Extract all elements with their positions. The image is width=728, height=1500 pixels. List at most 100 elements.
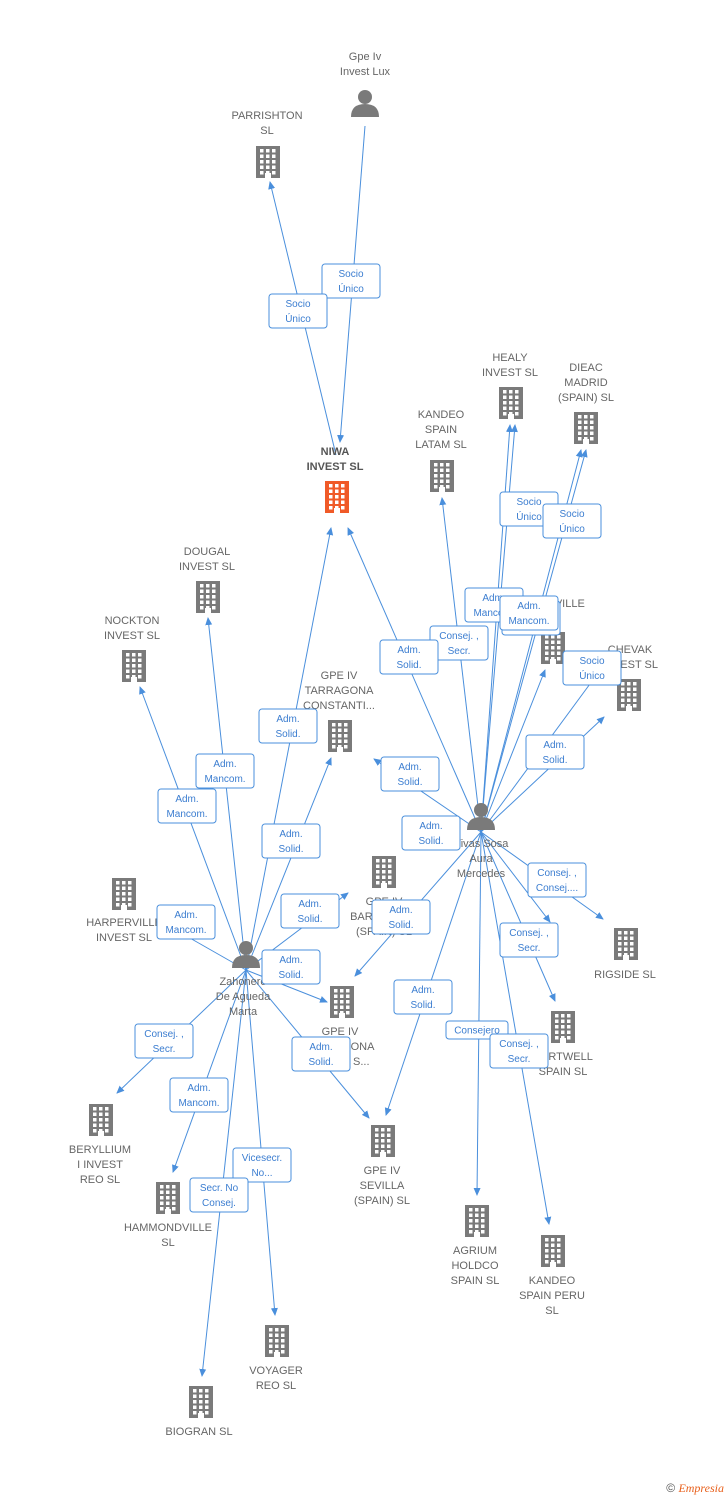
node-label-line: De Agueda [216,991,271,1003]
edge-label-text: Único [559,522,585,535]
company-node-biogran[interactable]: BIOGRAN SL [165,1386,233,1438]
edge-label-text: Mancom. [165,925,206,936]
edge-label-text: Solid. [278,844,303,855]
edge-label-zahonero-to-nockton[interactable]: Adm. Mancom. [157,788,217,824]
edge-label-text: Adm. [175,794,198,805]
building-icon [328,720,352,752]
building-icon [196,581,220,613]
edge-label-zahonero-to-gpe_barcelona[interactable]: Adm.Solid. [280,893,340,929]
edge-label-text: Solid. [388,920,413,931]
edge-label-zahonero-to-hammondville[interactable]: Adm.Mancom. [169,1077,229,1113]
edge-label-zahonero-to-gpe_sevilla[interactable]: Adm.Solid. [291,1036,351,1072]
edge-label-vivas-to-gpe_tarragona[interactable]: Adm.Solid. [401,815,461,851]
edge-label-vivas-to-kandeo_latam[interactable]: Consej. ,Secr. [429,625,489,661]
edge-label-vivas-to-chevak[interactable]: Adm.Solid. [525,734,585,770]
edge-label-zahonero-to-gpe_tarragona_c[interactable]: Adm.Solid. [261,823,321,859]
building-icon [89,1104,113,1136]
person-icon [467,803,495,830]
edge-label-text: Adm. [187,1083,210,1094]
edge-zahonero-to-biogran [199,969,247,1377]
node-label-line: SL [260,125,273,137]
building-icon [371,1125,395,1157]
edge-label-text: Único [516,510,542,523]
edge-label-text: Solid. [418,836,443,847]
node-label-line: Invest Lux [340,66,391,78]
edge-label-vivas-to-gpe_tarragona_c[interactable]: Adm.Solid. [380,756,440,792]
building-icon [499,387,523,419]
edge-label-text: Secr. [448,646,471,657]
edge-label-vivas-to-hartwell[interactable]: Consej. ,Secr. [499,922,559,958]
edge-label-zahonero-to-harperville[interactable]: Adm. Mancom. [156,904,216,940]
node-label-line: TARRAGONA [305,685,375,697]
edge-label-vivas-to-kandeo_peru[interactable]: Consej. ,Secr. [489,1033,549,1069]
edge-label-vivas-to-rigside[interactable]: Consej. ,Consej.... [527,862,587,898]
edge-label-zahonero-to-gpe_tarragona[interactable]: Adm.Solid. [261,949,321,985]
node-label-line: GPE IV [322,1026,359,1038]
node-label-line: Vivas Sosa [454,838,510,850]
node-label-line: REO SL [80,1174,120,1186]
edge-label-text: Único [285,312,311,325]
node-label-line: SPAIN [425,424,457,436]
edge-label-vivas-to-niwa[interactable]: Adm.Solid. [379,639,439,675]
edge-label-text: Solid. [275,729,300,740]
edge-label-text: Adm. [543,740,566,751]
node-label-line: MADRID [564,377,607,389]
edge-label-vivas-to-gpe_sevilla[interactable]: Adm.Solid. [393,979,453,1015]
edge-label-vivas-to-gpe_barcelona[interactable]: Adm. Solid. [371,899,431,935]
building-icon [574,412,598,444]
node-label-line: VOYAGER [249,1365,303,1377]
edge-label-text: Mancom. [166,809,207,820]
node-label-line: INVEST SL [179,561,235,573]
building-icon [189,1386,213,1418]
node-label-line: SEVILLA [360,1180,405,1192]
brand-logo[interactable]: Empresia [678,1481,724,1495]
edge-label-text: Adm. [411,985,434,996]
node-label-line: HARPERVILLE [86,917,162,929]
edge-label-vivas-to-dieac[interactable]: Adm.Mancom. [499,595,559,631]
edge-label-text: Adm. [174,910,197,921]
edge-label-text: Mancom. [473,608,514,619]
node-label-line: SL [161,1237,174,1249]
node-label-line: HEALY [492,352,528,364]
company-node-rigside[interactable]: RIGSIDE SL [594,928,656,981]
edge-label-text: Consej. , [144,1029,183,1040]
edge-vivas-to-kandeo_latam [439,497,482,833]
edge-label-text: Solid. [397,777,422,788]
company-node-gpe_tarragona_c[interactable]: GPE IVTARRAGONACONSTANTI... [303,670,375,752]
edge-label-zahonero-to-dougal[interactable]: Adm.Mancom. [195,753,255,789]
edge-label-zahonero-to-niwa[interactable]: Adm.Solid. [258,708,318,744]
edge-label-text: Adm. [389,905,412,916]
edge-vivas-to-niwa [347,527,482,833]
edge-label-text: Adm. [482,593,505,604]
edge-label-zahonero-to-beryllium[interactable]: Consej. ,Secr. [134,1023,194,1059]
node-label-line: RIGSIDE SL [594,969,656,981]
edge-label-zahonero-to-voyager[interactable]: Vicesecr.No... [232,1147,292,1183]
node-label-line: Aura [469,853,493,865]
edge-label-text: Mancom. [204,774,245,785]
